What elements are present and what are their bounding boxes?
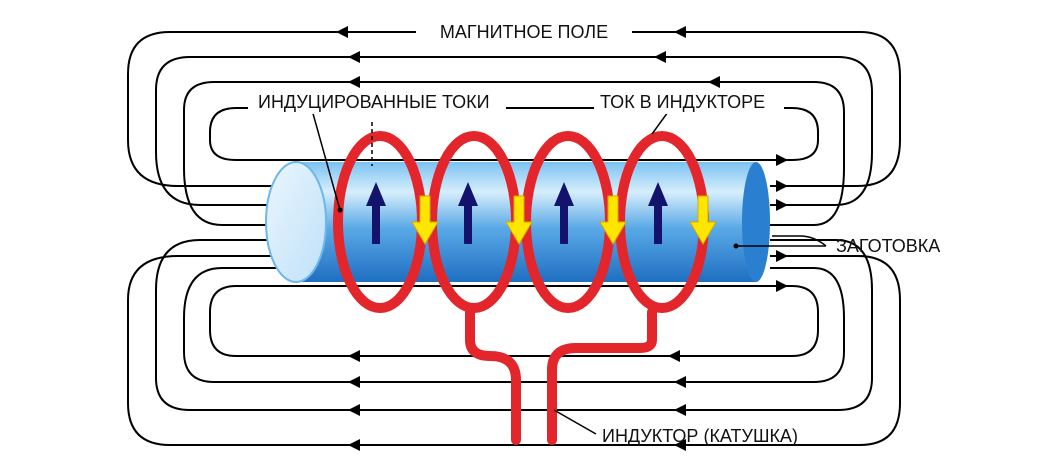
field-loop-bottom-3 [155, 239, 770, 411]
field-loop-bottom-6 [770, 267, 845, 383]
label-bg [416, 18, 632, 44]
induced-current-arrows [366, 182, 668, 244]
leader-dot [337, 207, 343, 213]
down-arrow-icon [505, 195, 533, 245]
field-loop-top-8 [770, 107, 819, 161]
field-loop-top-6 [770, 81, 845, 226]
arrowhead-icon [336, 26, 348, 38]
magnetic-field-lines [127, 26, 901, 451]
arrowhead-icon [348, 76, 360, 88]
up-arrow-icon [366, 182, 386, 244]
arrowhead-icon [776, 250, 788, 262]
field-loop-bottom-1 [127, 255, 770, 446]
up-arrow-icon [648, 182, 668, 244]
label-magnetic-field: МАГНИТНОЕ ПОЛЕ [440, 22, 608, 42]
field-loop-top-1 [127, 31, 770, 187]
down-arrow-icon [689, 195, 717, 245]
arrowhead-icon [776, 154, 788, 166]
arrowhead-icon [776, 180, 788, 192]
arrowhead-icon [674, 404, 686, 416]
leader-induced-currents [311, 109, 341, 211]
label-inductor-current: ТОК В ИНДУКТОРЕ [600, 92, 765, 112]
arrowhead-icon [708, 76, 720, 88]
coil-lead-right [547, 307, 657, 445]
arrowhead-icon [348, 376, 360, 388]
field-loop-bottom-8 [770, 285, 819, 357]
label-induced-currents: ИНДУЦИРОВАННЫЕ ТОКИ [258, 92, 490, 112]
leader-lines [311, 109, 827, 435]
field-loop-bottom-5 [183, 267, 770, 383]
field-loop-bottom-4 [770, 239, 873, 411]
arrowhead-icon [654, 51, 666, 63]
leader-workpiece-2 [772, 235, 827, 247]
field-loop-top-3 [155, 56, 770, 206]
leader-inductor-current [651, 111, 669, 135]
label-bg [594, 90, 784, 114]
leader-dot [733, 243, 739, 249]
up-arrow-icon [458, 182, 478, 244]
labels: МАГНИТНОЕ ПОЛЕ ИНДУЦИРОВАННЫЕ ТОКИ ТОК В… [248, 18, 940, 446]
label-inductor: ИНДУКТОР (КАТУШКА) [602, 426, 798, 446]
field-loop-bottom-2 [770, 255, 901, 446]
up-arrow-icon [554, 182, 574, 244]
label-bg [248, 90, 506, 114]
arrowhead-icon [674, 376, 686, 388]
field-loop-bottom-7 [209, 285, 770, 357]
field-loop-top-5 [183, 81, 770, 226]
arrowhead-icon [674, 439, 686, 451]
coil-lead-left [465, 307, 521, 445]
workpiece-left-face [265, 161, 327, 283]
field-loop-top-2 [770, 31, 901, 187]
arrowhead-icon [348, 439, 360, 451]
arrowhead-icon [668, 350, 680, 362]
label-workpiece: ЗАГОТОВКА [836, 236, 940, 256]
inductor-current-arrows [411, 195, 717, 245]
arrowhead-icon [348, 51, 360, 63]
down-arrow-icon [599, 195, 627, 245]
field-loop-top-4 [770, 56, 873, 206]
leader-inductor [553, 409, 597, 435]
arrowhead-icon [776, 280, 788, 292]
field-loop-top-7 [209, 107, 770, 161]
arrowhead-icon [674, 26, 686, 38]
workpiece-right-end [742, 162, 770, 282]
arrowhead-icon [348, 350, 360, 362]
arrowhead-icon [776, 199, 788, 211]
arrowhead-icon [348, 404, 360, 416]
down-arrow-icon [411, 195, 439, 245]
